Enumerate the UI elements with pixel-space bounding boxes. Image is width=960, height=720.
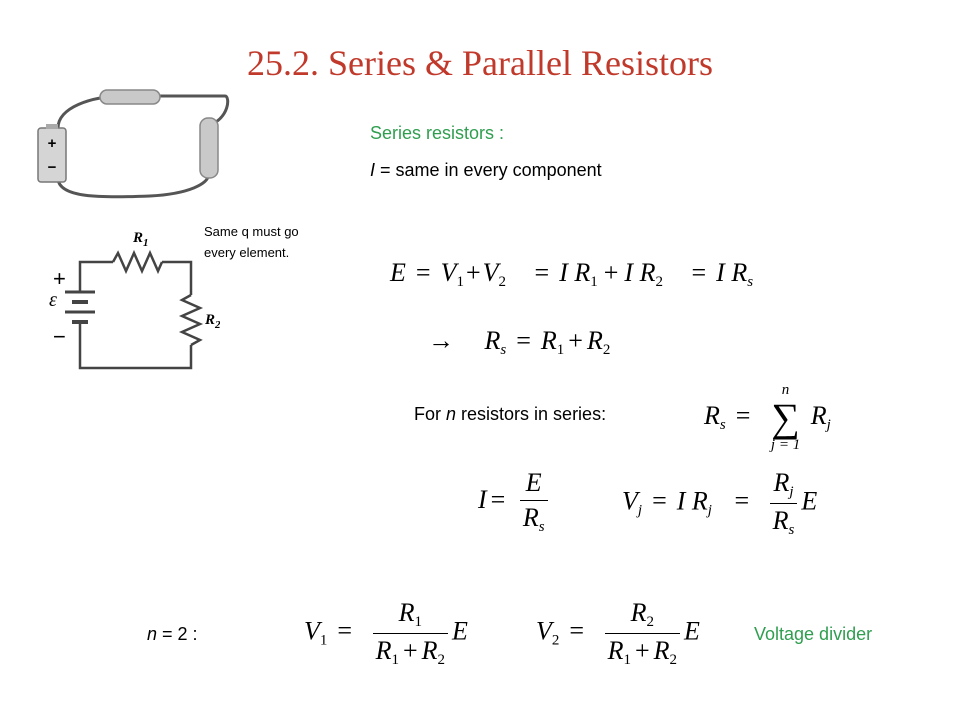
circuit-minus-label: − [53,324,66,349]
battery-circuit-illustration: + − [37,89,230,199]
battery-minus-label: − [48,159,57,176]
current-statement: I = same in every component [370,160,602,180]
r1-label: R [132,230,143,246]
emf-label: ε [49,289,57,311]
battery-plus-label: + [48,135,57,152]
summation-symbol: ∑ [771,395,800,440]
page-title: 25.2. Series & Parallel Resistors [247,43,713,83]
series-circuit-schematic: R1 R2 ε + − [49,230,220,370]
series-resistors-heading: Series resistors : [370,123,505,143]
emf-sum-equation: E=V1+V2 =I R1+I R2 =I Rs [390,258,754,290]
svg-text:R2: R2 [204,312,220,331]
circuit-plus-label: + [53,266,66,291]
r2-label: R [204,312,215,328]
implies-arrow: → [428,326,454,355]
series-equivalent-equation: → Rs=R1+R2 [428,326,611,358]
same-charge-note: Same q must go every element. [204,224,299,260]
resistor-r2-zigzag [178,293,204,347]
sum-resistance-equation: Rs= n∑j = 1 Rj [704,382,831,453]
resistor-cylinder-top [99,89,161,105]
resistor-cylinder-right [199,117,219,179]
svg-text:R1: R1 [132,230,149,249]
n-resistors-text: For n resistors in series: [414,404,607,424]
resistor-r1-zigzag [111,249,164,275]
n-equals-2-label: n = 2 : [147,624,198,644]
voltage-divider-label: Voltage divider [754,624,873,644]
